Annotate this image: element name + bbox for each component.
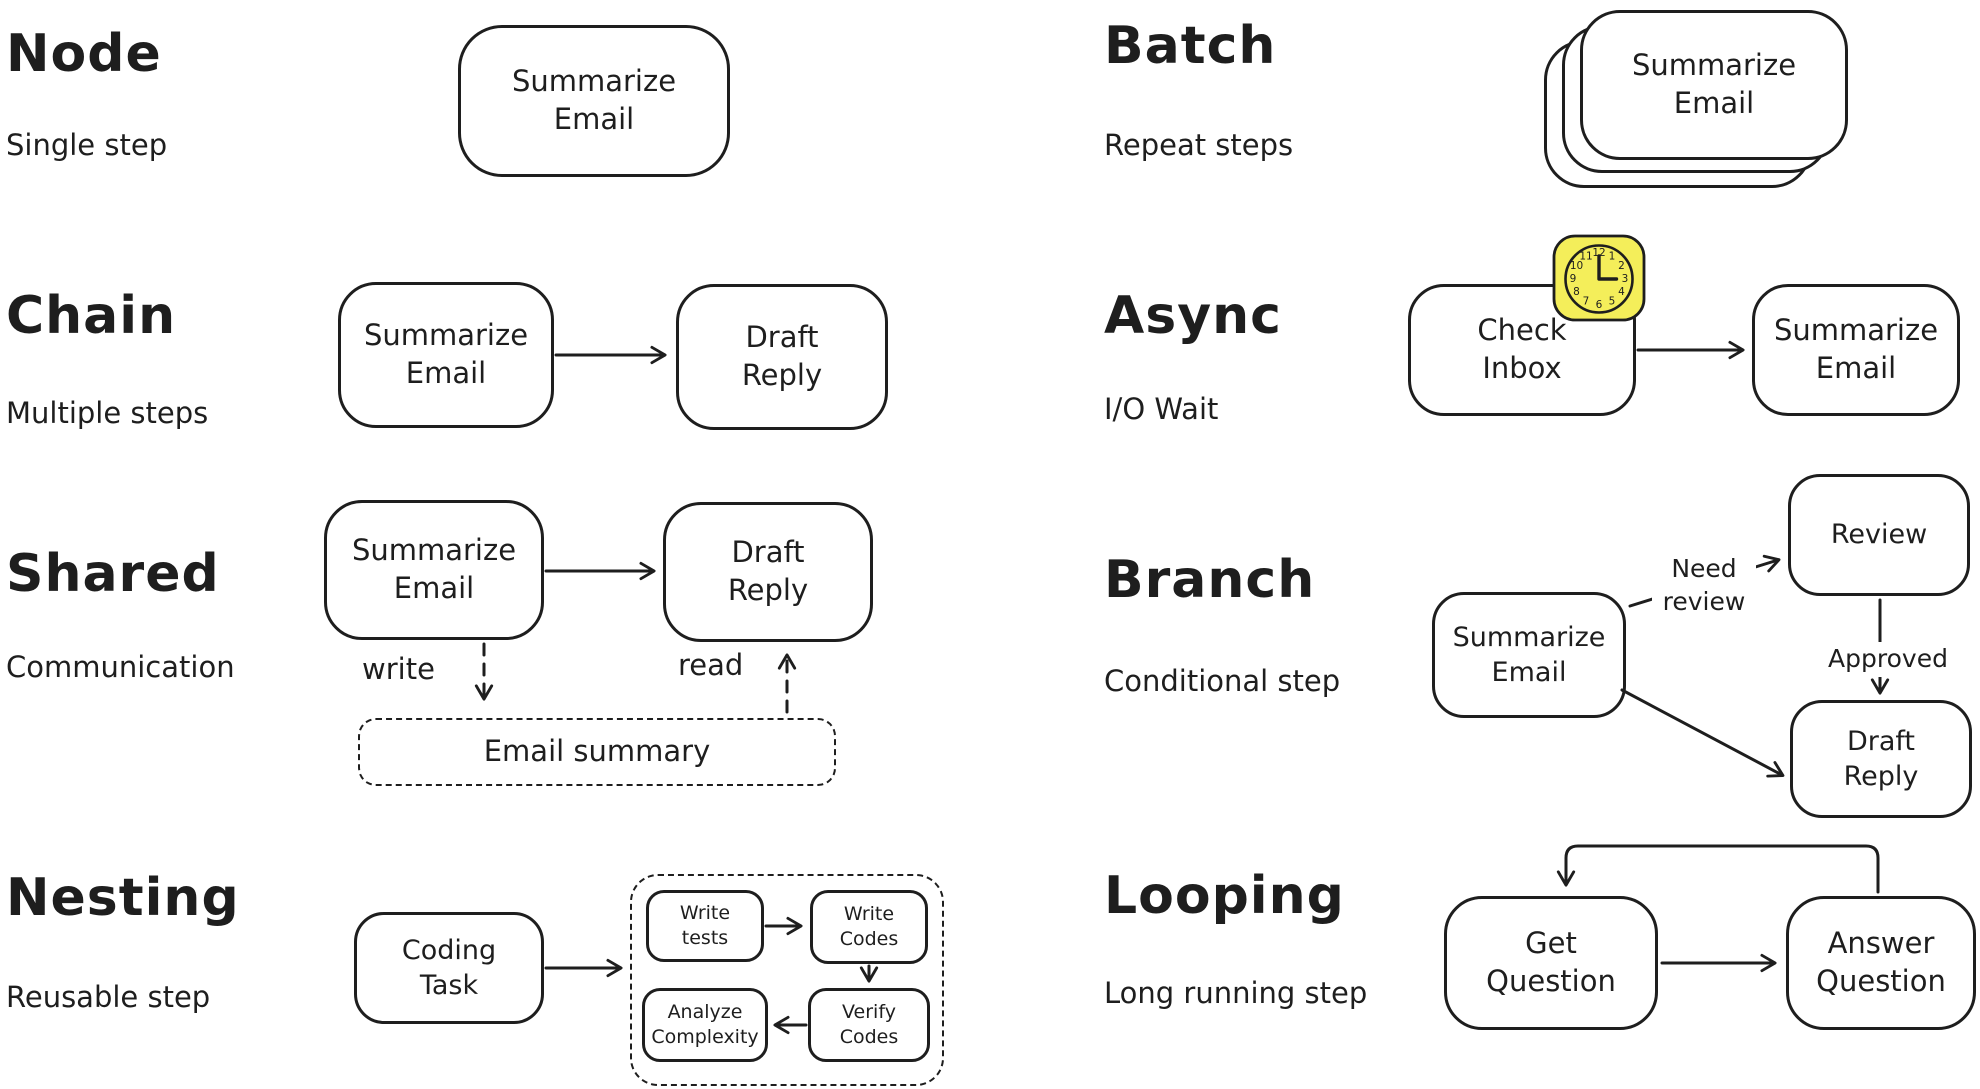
- clock-number: 5: [1609, 296, 1616, 308]
- batch-summarize-email-box: Summarize Email: [1580, 10, 1848, 160]
- nesting-coding-task-box: Coding Task: [354, 912, 544, 1024]
- shared-draft-reply-box: Draft Reply: [663, 502, 873, 642]
- approved-label: Approved: [1822, 642, 1954, 677]
- shared-subtitle: Communication: [6, 650, 235, 684]
- branch-subtitle: Conditional step: [1104, 664, 1341, 698]
- node-subtitle: Single step: [6, 128, 168, 162]
- clock-number: 8: [1573, 286, 1580, 298]
- clock-number: 4: [1618, 286, 1625, 298]
- clock-number: 6: [1596, 299, 1603, 311]
- clock-number: 11: [1579, 251, 1592, 263]
- nesting-container: [630, 874, 944, 1086]
- node-title: Node: [6, 24, 162, 84]
- looping-back-arrow: [1556, 844, 1880, 894]
- nesting-title: Nesting: [6, 868, 240, 928]
- branch-title: Branch: [1104, 550, 1316, 610]
- async-subtitle: I/O Wait: [1104, 392, 1219, 426]
- write-codes-box: Write Codes: [810, 890, 928, 964]
- clock-face: [1564, 244, 1634, 314]
- batch-subtitle: Repeat steps: [1104, 128, 1294, 162]
- clock-number: 1: [1609, 251, 1616, 263]
- async-title: Async: [1104, 286, 1282, 346]
- looping-subtitle: Long running step: [1104, 976, 1368, 1010]
- chain-title: Chain: [6, 286, 177, 346]
- need-review-label: Need review: [1652, 552, 1756, 619]
- chain-subtitle: Multiple steps: [6, 396, 209, 430]
- read-label: read: [678, 648, 744, 682]
- get-question-box: Get Question: [1444, 896, 1658, 1030]
- looping-title: Looping: [1104, 866, 1345, 926]
- shared-summarize-email-box: Summarize Email: [324, 500, 544, 640]
- analyze-complexity-box: Analyze Complexity: [642, 988, 768, 1062]
- batch-title: Batch: [1104, 16, 1277, 76]
- clock-number: 3: [1622, 273, 1629, 285]
- verify-codes-box: Verify Codes: [808, 988, 930, 1062]
- node-summarize-email-box: Summarize Email: [458, 25, 730, 177]
- clock-number: 12: [1592, 247, 1605, 259]
- review-box: Review: [1788, 474, 1970, 596]
- chain-draft-reply-box: Draft Reply: [676, 284, 888, 430]
- chain-summarize-email-box: Summarize Email: [338, 282, 554, 428]
- write-tests-box: Write tests: [646, 890, 764, 962]
- shared-title: Shared: [6, 544, 220, 604]
- clock-number: 7: [1583, 296, 1590, 308]
- nesting-subtitle: Reusable step: [6, 980, 211, 1014]
- clock-hands: [1597, 254, 1619, 281]
- clock-number: 9: [1570, 273, 1577, 285]
- answer-question-box: Answer Question: [1786, 896, 1976, 1030]
- email-summary-store-box: Email summary: [358, 718, 836, 786]
- clock-number: 2: [1618, 260, 1625, 272]
- clock-number: 10: [1570, 260, 1583, 272]
- async-summarize-email-box: Summarize Email: [1752, 284, 1960, 416]
- write-label: write: [362, 652, 435, 686]
- branch-summarize-email-box: Summarize Email: [1432, 592, 1626, 718]
- branch-draft-reply-box: Draft Reply: [1790, 700, 1972, 818]
- branch-direct-arrow: [1620, 688, 1785, 778]
